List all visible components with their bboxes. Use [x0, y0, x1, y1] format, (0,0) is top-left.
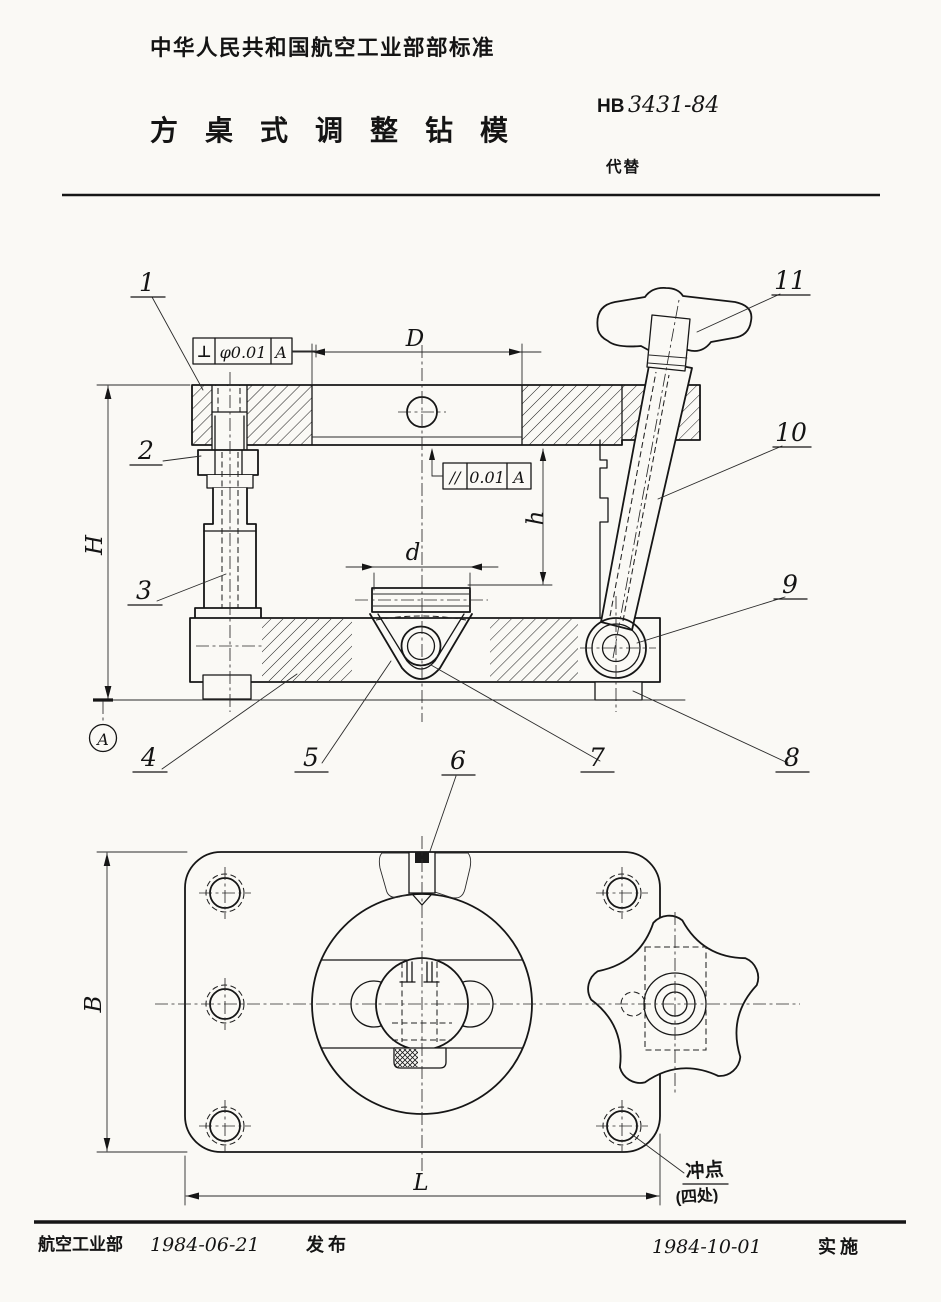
left-foot — [202, 674, 252, 700]
hole — [596, 867, 648, 919]
part-label-2: 2 — [137, 436, 154, 465]
standard-prefix: HB — [597, 96, 624, 117]
part-label-1: 1 — [139, 268, 155, 297]
issue-label: 发布 — [305, 1234, 350, 1255]
dim-label-h: h — [523, 511, 549, 526]
dimension-h: h — [467, 448, 553, 586]
hex-nut — [197, 449, 259, 476]
part-label-6: 6 — [450, 746, 466, 775]
front-view: D H h d — [82, 266, 812, 858]
dim-label-D: D — [405, 326, 424, 352]
part-label-8: 8 — [784, 743, 800, 772]
tolerance-frame-parallelism: // 0.01 A — [429, 448, 532, 490]
hidden-square-nut — [644, 946, 707, 1051]
dimension-B: B — [81, 851, 188, 1153]
effective-label: 实施 — [818, 1236, 862, 1257]
dimension-L: L — [184, 1133, 661, 1206]
header: 中华人民共和国航空工业部部标准 方桌式调整钻模 HB 3431-84 代替 — [62, 35, 880, 197]
part-label-7: 7 — [589, 743, 605, 772]
part-label-4: 4 — [140, 743, 157, 772]
star-handle-knob-front — [596, 287, 753, 355]
punch-note-line2: (四处) — [675, 1185, 719, 1207]
tolerance-value: 0.01 — [469, 468, 505, 487]
tolerance-value: φ0.01 — [220, 343, 267, 362]
v-clamp — [369, 613, 473, 680]
tolerance-symbol: // — [448, 468, 462, 487]
effective-date: 1984-10-01 — [652, 1236, 762, 1258]
top-view: B L 冲点 (四处) — [81, 836, 800, 1207]
datum-feature-symbol: A — [88, 698, 118, 753]
standard-number: 3431-84 — [628, 93, 719, 118]
punch-note: 冲点 (四处) — [629, 1132, 729, 1207]
support-wall — [599, 439, 609, 619]
part-label-9: 9 — [782, 570, 798, 599]
dimension-d: d — [345, 540, 499, 591]
issuer: 航空工业部 — [38, 1234, 123, 1254]
issue-date: 1984-06-21 — [150, 1234, 260, 1256]
dim-label-H: H — [82, 534, 108, 556]
drill-template-plate — [191, 384, 701, 446]
punch-note-line1: 冲点 — [685, 1157, 725, 1183]
part-callouts: 1 2 3 4 5 6 7 8 9 10 11 — [127, 266, 812, 858]
part-label-10: 10 — [775, 418, 807, 447]
tolerance-datum: A — [273, 343, 287, 362]
dim-label-B: B — [81, 996, 107, 1014]
dimension-D: D — [292, 326, 542, 385]
part-label-5: 5 — [303, 743, 319, 772]
hole — [199, 1100, 251, 1152]
tolerance-symbol: ⊥ — [197, 342, 212, 361]
dimension-H: H — [82, 384, 191, 700]
hole — [199, 867, 251, 919]
dim-label-d: d — [406, 540, 421, 566]
center-bushing-clamp — [369, 587, 473, 680]
front-centerlines — [196, 299, 680, 722]
base-plate — [97, 617, 686, 701]
knurled-area — [395, 1049, 418, 1067]
right-foot — [594, 681, 643, 701]
replaces-label: 代替 — [605, 157, 641, 176]
handle-assembly — [585, 287, 753, 679]
footer: 航空工业部 1984-06-21 发布 1984-10-01 实施 — [34, 1220, 906, 1258]
mounting-holes — [199, 867, 648, 1152]
standard-authority: 中华人民共和国航空工业部部标准 — [150, 35, 495, 60]
top-centerlines — [155, 836, 800, 1172]
tolerance-datum: A — [511, 468, 525, 487]
star-handle-knob-top — [587, 914, 760, 1084]
screw-in-plate — [211, 385, 248, 451]
top-slot — [378, 852, 472, 906]
tolerance-frame-perpendicularity: ⊥ φ0.01 A — [192, 337, 317, 365]
page-title: 方桌式调整钻模 — [150, 114, 535, 146]
clamp-pin-section — [406, 631, 436, 661]
datum-label: A — [95, 730, 109, 749]
dim-label-L: L — [412, 1170, 428, 1196]
part-label-11: 11 — [774, 266, 806, 295]
support-column — [203, 452, 257, 640]
hole — [596, 1100, 648, 1152]
part-label-3: 3 — [136, 576, 152, 605]
handle-stem — [646, 314, 691, 372]
